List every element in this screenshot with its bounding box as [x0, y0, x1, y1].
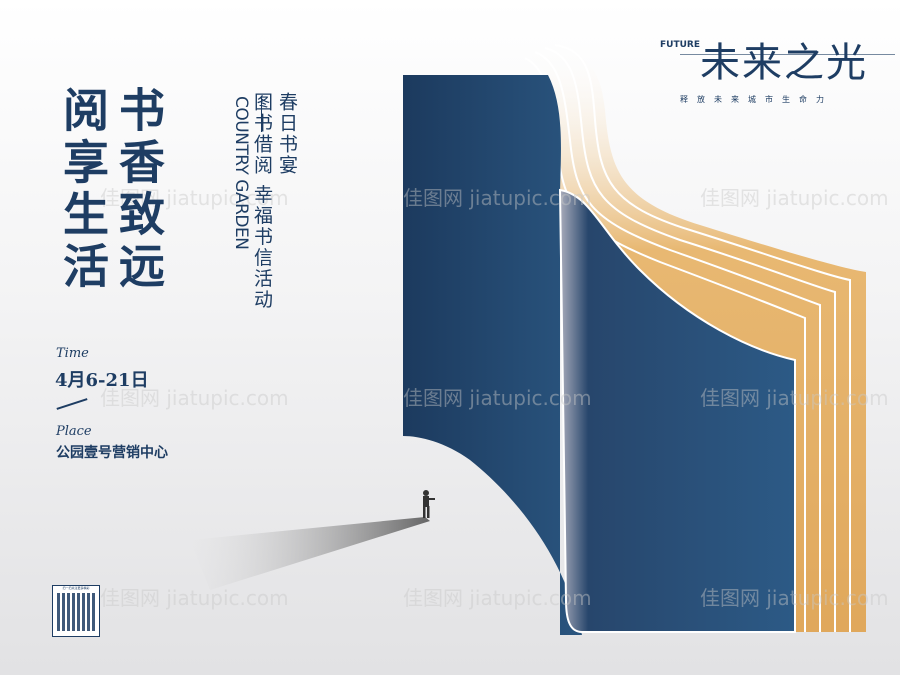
qr-code: 扫一扫关注更多精彩: [52, 585, 100, 637]
watermark: 佳图网 jiatupic.com: [700, 186, 889, 210]
logo-tagline: 释放未来城市生命力: [680, 95, 833, 104]
place-value: 公园壹号营销中心: [56, 445, 168, 461]
subtitle-line1: 春日书宴: [276, 92, 298, 176]
watermark: 佳图网 jiatupic.com: [700, 386, 889, 410]
subtitle-line2: 图书借阅 幸福书信活动: [251, 92, 273, 311]
watermark: 佳图网 jiatupic.com: [700, 586, 889, 610]
watermark: 佳图网 jiatupic.com: [100, 586, 289, 610]
headline-col1: 阅享生活: [56, 86, 110, 294]
left-page: [403, 75, 582, 635]
qr-caption: 扫一扫关注更多精彩: [62, 586, 90, 590]
qr-pattern: [57, 593, 95, 631]
time-value: 4月6-21日: [55, 370, 149, 391]
standing-figure-icon: [423, 490, 435, 518]
logo-line: [680, 54, 895, 55]
brand-en: COUNTRY GARDEN: [231, 96, 251, 250]
watermark: 佳图网 jiatupic.com: [100, 186, 289, 210]
place-label: Place: [56, 424, 92, 439]
watermark: 佳图网 jiatupic.com: [403, 186, 592, 210]
headline-col2: 书香致远: [112, 86, 166, 294]
watermark: 佳图网 jiatupic.com: [100, 386, 289, 410]
gold-pages: [520, 45, 866, 632]
watermark: 佳图网 jiatupic.com: [403, 586, 592, 610]
divider: [261, 97, 262, 132]
logo-en: FUTURE: [660, 40, 700, 50]
watermark: 佳图网 jiatupic.com: [403, 386, 592, 410]
time-label: Time: [56, 346, 89, 361]
logo-cn: 未来之光: [700, 40, 868, 86]
right-page: [558, 188, 796, 633]
light-beam: [190, 517, 430, 590]
